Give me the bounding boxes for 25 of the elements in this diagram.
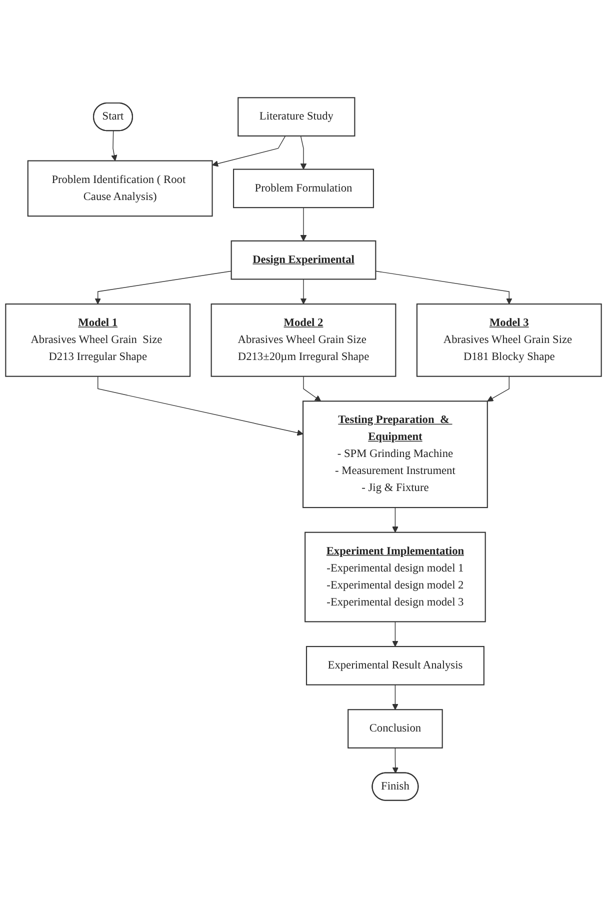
node-box: Problem Identification ( Root Cause Analysis) bbox=[27, 160, 213, 218]
arrow bbox=[300, 136, 307, 170]
node-box: Model 1 Abrasives Wheel Grain Size D213 Irregular Shape bbox=[5, 304, 191, 378]
node-box: Experiment Implementation -Experimental design model 1 -Experimental design model 2 -Experimental design model 3 bbox=[304, 532, 486, 623]
node-box: Model 2 Abrasives Wheel Grain Size D213±20µm Irregural Shape bbox=[210, 304, 396, 378]
arrow bbox=[375, 271, 512, 305]
arrow bbox=[392, 748, 399, 774]
arrow bbox=[94, 271, 232, 305]
arrow bbox=[300, 208, 307, 242]
arrow bbox=[212, 136, 286, 168]
node-box: Testing Preparation & Equipment - SPM Grinding Machine - Measurement Instrument - Jig & Fixture bbox=[302, 401, 488, 509]
arrow bbox=[303, 376, 322, 402]
arrow bbox=[392, 622, 398, 648]
node-box: Literature Study bbox=[238, 98, 356, 137]
arrow bbox=[392, 508, 398, 534]
arrow bbox=[300, 279, 307, 305]
node-box: Model 3 Abrasives Wheel Grain Size D181 Blocky Shape bbox=[416, 304, 602, 378]
arrow bbox=[111, 131, 118, 162]
arrow bbox=[98, 376, 304, 436]
node-box: Design Experimental bbox=[230, 240, 376, 280]
arrow bbox=[392, 684, 398, 710]
arrow bbox=[487, 376, 510, 402]
node-box: Experimental Result Analysis bbox=[306, 646, 484, 686]
node-box: Problem Formulation bbox=[233, 169, 374, 209]
node-box: Conclusion bbox=[348, 710, 443, 749]
